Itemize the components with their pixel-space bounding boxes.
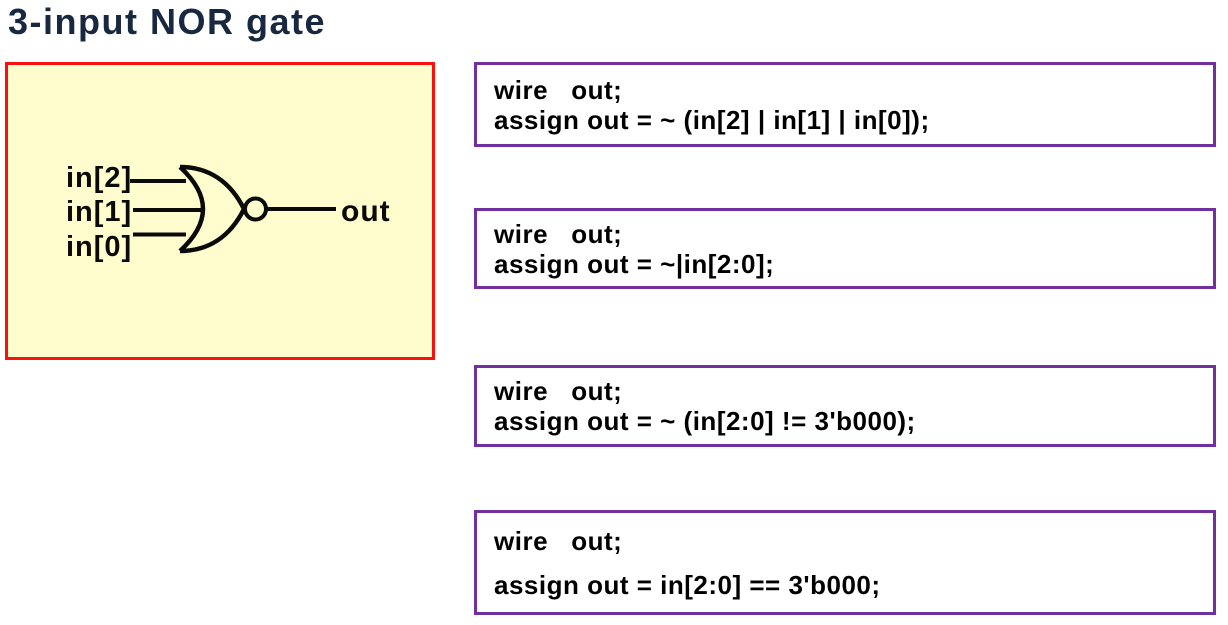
nor-gate-panel: in[2] in[1] in[0] out: [5, 62, 435, 360]
code-line: wire out;: [494, 218, 623, 249]
code-line: assign out = ~ (in[2] | in[1] | in[0]);: [494, 104, 930, 135]
code-line: wire out;: [494, 74, 623, 105]
inversion-bubble: [243, 196, 268, 222]
output-label-out: out: [341, 195, 391, 228]
nor-gate-diagram: in[2] in[1] in[0] out: [66, 162, 391, 263]
code-box-not-notequal: wire out; assign out = ~ (in[2:0] != 3'b…: [474, 365, 1216, 447]
nor-gate-body: [178, 164, 247, 254]
input-label-in1: in[1]: [66, 196, 132, 228]
code-box-gate-level-or-reduction-1: wire out; assign out = ~ (in[2] | in[1] …: [474, 62, 1216, 147]
input-label-in2: in[2]: [66, 162, 132, 194]
code-line: wire out;: [494, 525, 623, 556]
page-title: 3-input NOR gate: [8, 1, 326, 42]
code-box-equality: wire out; assign out = in[2:0] == 3'b000…: [474, 510, 1216, 615]
code-line: assign out = ~|in[2:0];: [494, 248, 775, 279]
code-line: assign out = in[2:0] == 3'b000;: [494, 569, 881, 600]
code-line: assign out = ~ (in[2:0] != 3'b000);: [494, 406, 916, 436]
input-label-in0: in[0]: [66, 231, 132, 263]
code-line: wire out;: [494, 376, 623, 406]
code-box-reduction-nor: wire out; assign out = ~|in[2:0];: [474, 208, 1216, 289]
